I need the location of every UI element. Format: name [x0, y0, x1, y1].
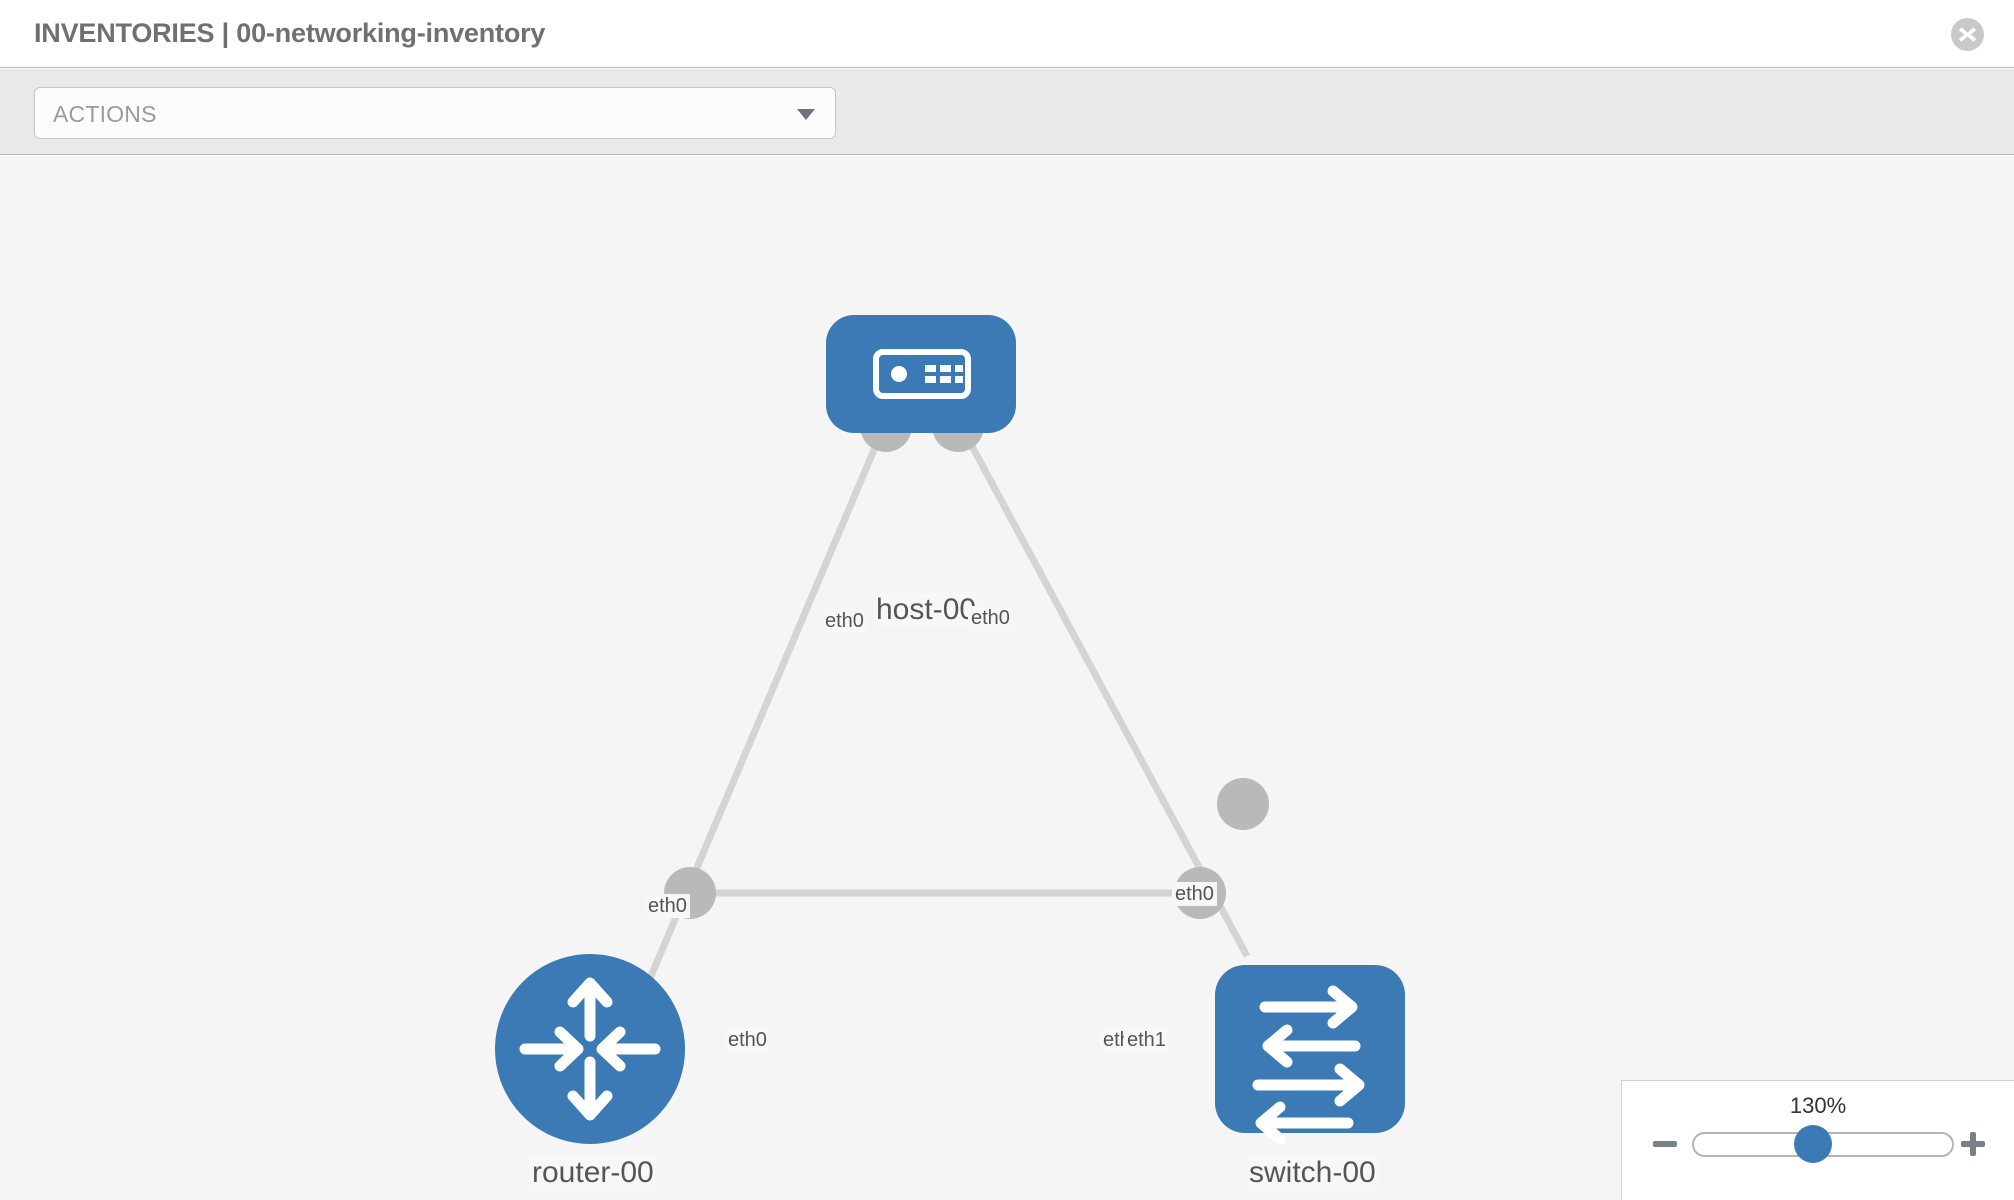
zoom-level-text: 130%: [1789, 1093, 1847, 1118]
topology-canvas[interactable]: host-00 router-00 switch-00 eth0 eth0 et…: [0, 156, 2014, 1200]
close-icon[interactable]: [1951, 18, 1984, 51]
actions-dropdown-label: ACTIONS: [53, 101, 157, 127]
interface-label-router-right: eth0: [725, 1028, 770, 1052]
interface-label-router-up: eth0: [645, 894, 690, 918]
topology-links: [636, 422, 1251, 1004]
zoom-control-panel: 130%: [1621, 1080, 2014, 1200]
switch-arrows-icon: [1252, 985, 1365, 1145]
topology-graph: [495, 315, 1405, 1145]
connector-switch-top: [1217, 778, 1269, 830]
toolbar: ACTIONS SEARCH: [0, 69, 2014, 208]
chevron-down-icon: [797, 109, 815, 120]
interface-label-host-left: eth0: [822, 609, 867, 633]
interface-label-switch-left: eth1: [1124, 1028, 1169, 1052]
plus-icon[interactable]: [1958, 1129, 1988, 1159]
minus-icon[interactable]: [1650, 1129, 1680, 1159]
server-icon: [873, 349, 971, 399]
node-label-host-00: host-00: [873, 593, 980, 627]
node-label-router-00: router-00: [529, 1156, 657, 1190]
node-host-00[interactable]: [826, 315, 1016, 433]
interface-label-host-right: eth0: [968, 606, 1013, 630]
router-arrows-icon: [519, 977, 661, 1121]
page-title: INVENTORIES | 00-networking-inventory: [34, 18, 546, 48]
actions-dropdown[interactable]: ACTIONS: [34, 87, 836, 139]
topology-connectors: [664, 400, 1269, 919]
node-switch-00[interactable]: [1215, 965, 1405, 1145]
node-router-00[interactable]: [495, 954, 685, 1144]
zoom-slider-thumb[interactable]: [1794, 1125, 1832, 1163]
node-label-switch-00: switch-00: [1246, 1156, 1379, 1190]
interface-label-switch-up: eth0: [1172, 882, 1217, 906]
page-header: INVENTORIES | 00-networking-inventory: [0, 0, 2014, 68]
